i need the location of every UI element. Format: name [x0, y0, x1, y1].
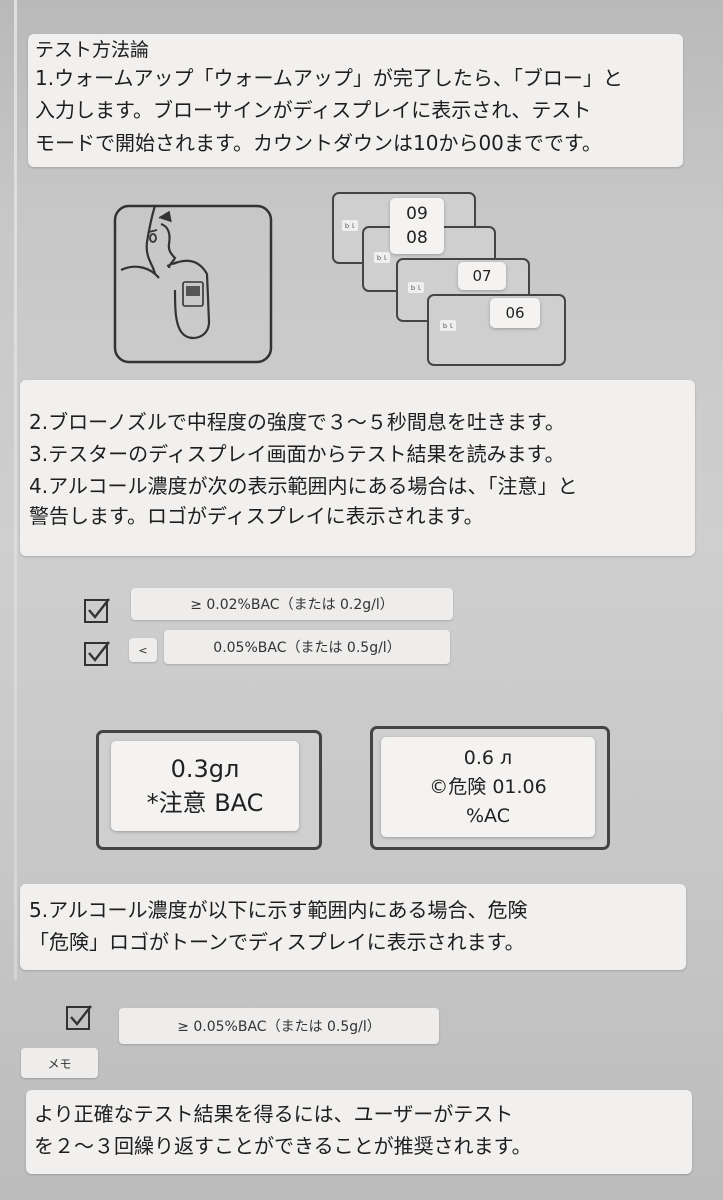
danger-display-status: ©危険 01.06 [429, 775, 547, 798]
test-method-line-3: モードで開始されます。カウントダウンは10から00までです。 [35, 131, 602, 155]
step-4-text-line-2: 警告します。ロゴがディスプレイに表示されます。 [29, 504, 484, 528]
step-2-text: 2.ブローノズルで中程度の強度で３～５秒間息を吐きます。 [29, 410, 565, 434]
note-text-line-2: を２～３回繰り返すことができることが推奨されます。 [34, 1134, 532, 1158]
caution-range-lower-label: ≥ 0.02%BAC（または 0.2g/l） [131, 588, 453, 620]
caution-display-status: *注意 BAC [146, 789, 264, 817]
caution-display: 0.3gл *注意 BAC [111, 741, 299, 831]
danger-display-unit: %AC [466, 804, 510, 827]
countdown-small-label-1: ｂｌ [342, 220, 359, 231]
countdown-small-label-4: ｂｌ [440, 320, 457, 331]
test-method-line-1: 1.ウォームアップ「ウォームアップ」が完了したら、「ブロー」と [35, 66, 623, 90]
countdown-value-07: 07 [458, 262, 506, 290]
checkbox-checked-icon [84, 598, 110, 623]
person-blowing-icon [113, 204, 273, 364]
step-5-card: 5.アルコール濃度が以下に示す範囲内にある場合、危険 「危険」ロゴがトーンでディ… [20, 884, 686, 970]
step-3-text: 3.テスターのディスプレイ画面からテスト結果を読みます。 [29, 442, 565, 466]
step-5-text-line-1: 5.アルコール濃度が以下に示す範囲内にある場合、危険 [29, 898, 528, 922]
countdown-value-08: 08 [406, 228, 428, 248]
countdown-small-label-2: ｂｌ [374, 252, 391, 263]
danger-display-value: 0.6 л [463, 746, 513, 769]
step-4-text-line-1: 4.アルコール濃度が次の表示範囲内にある場合は、「注意」と [29, 474, 578, 498]
checkbox-checked-icon [66, 1005, 92, 1030]
caution-display-value: 0.3gл [170, 755, 240, 783]
danger-range-label: ≥ 0.05%BAC（または 0.5g/l） [119, 1008, 439, 1044]
caution-range-upper-label: 0.05%BAC（または 0.5g/l） [164, 630, 450, 664]
countdown-value-06: 06 [490, 298, 540, 328]
checkbox-checked-icon [84, 641, 110, 666]
note-text-line-1: より正確なテスト結果を得るには、ユーザーがテスト [34, 1102, 514, 1126]
test-method-card: テスト方法論 1.ウォームアップ「ウォームアップ」が完了したら、「ブロー」と 入… [28, 34, 683, 167]
blow-illustration [113, 204, 273, 364]
note-card: より正確なテスト結果を得るには、ユーザーがテスト を２～３回繰り返すことができる… [26, 1090, 692, 1174]
countdown-illustration: ｂｌ ｂｌ ｂｌ ｂｌ 09 08 07 06 [330, 192, 570, 376]
memo-label: メモ [21, 1048, 98, 1078]
step-5-text-line-2: 「危険」ロゴがトーンでディスプレイに表示されます。 [29, 930, 525, 954]
test-method-line-2: 入力します。ブローサインがディスプレイに表示され、テスト [35, 98, 592, 122]
page-edge [14, 0, 17, 980]
steps-2-4-card: 2.ブローノズルで中程度の強度で３～５秒間息を吐きます。 3.テスターのディスプ… [20, 380, 695, 556]
countdown-small-label-3: ｂｌ [408, 282, 425, 293]
countdown-value-09: 09 [406, 204, 428, 224]
test-method-title: テスト方法論 [35, 39, 150, 61]
danger-display: 0.6 л ©危険 01.06 %AC [381, 737, 595, 837]
less-than-symbol: < [129, 638, 157, 662]
countdown-value-09-08: 09 08 [390, 198, 444, 254]
